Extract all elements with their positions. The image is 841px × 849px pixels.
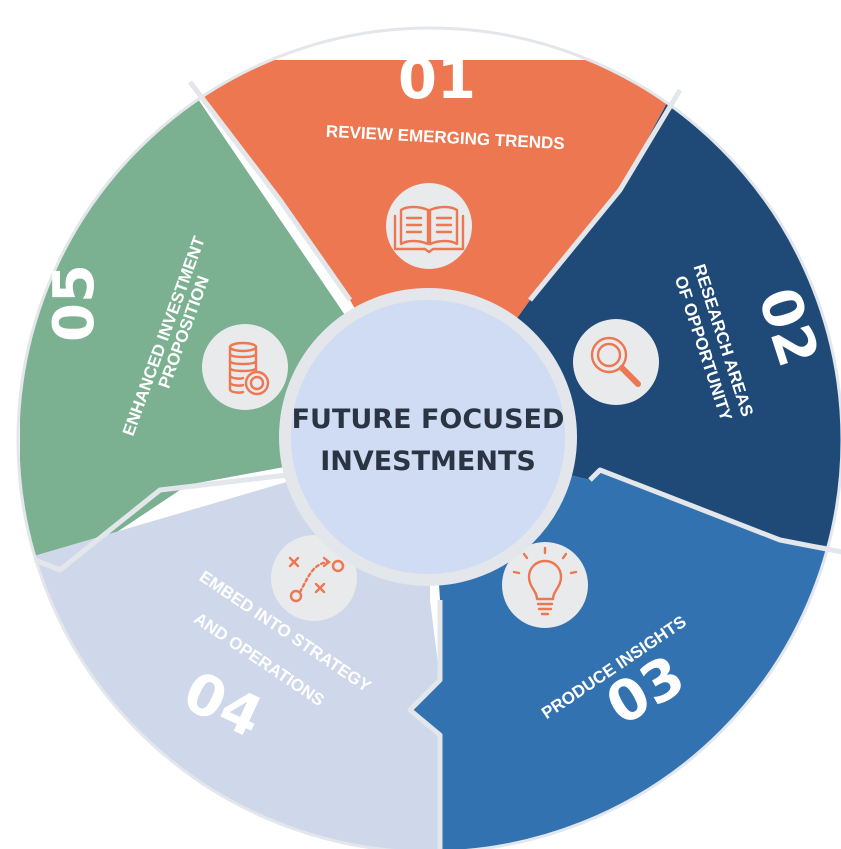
magnifier-icon xyxy=(573,319,659,405)
center-title-line2: INVESTMENTS xyxy=(320,446,536,477)
book-icon xyxy=(386,183,472,269)
lightbulb-icon xyxy=(502,542,588,628)
strategy-play-icon xyxy=(271,535,357,621)
divider-02-03 xyxy=(588,467,841,555)
segment-dividers xyxy=(34,80,841,849)
outer-ring xyxy=(16,26,841,849)
divider-01-02 xyxy=(528,88,683,302)
center-title-line1: FUTURE FOCUSED xyxy=(292,404,565,435)
coins-icon xyxy=(202,324,288,410)
divider-01-05 xyxy=(188,80,353,302)
center-circle xyxy=(279,288,577,586)
segment-05-number: 05 xyxy=(42,264,107,342)
divider-04-05 xyxy=(34,467,331,573)
divider-03-04 xyxy=(407,600,443,849)
segment-01-number: 01 xyxy=(398,47,476,112)
center-hub: FUTURE FOCUSED INVESTMENTS xyxy=(279,288,577,586)
